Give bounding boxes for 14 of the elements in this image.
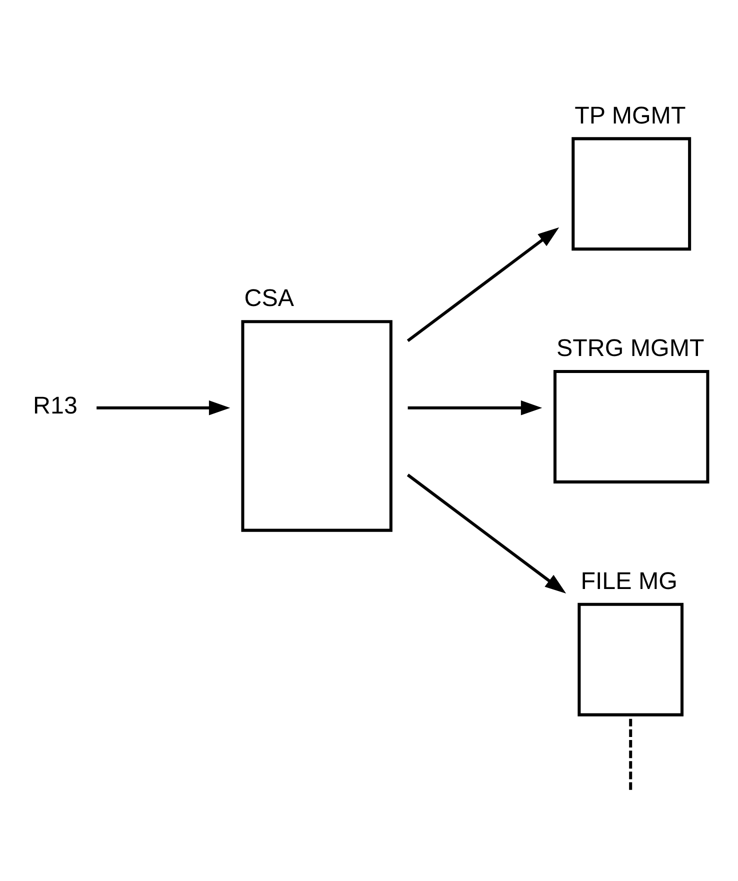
node-label: FILE MG [580, 567, 678, 594]
node-box [578, 602, 684, 716]
node-label: STRG MGMT [556, 334, 704, 362]
arrow [406, 226, 560, 342]
node-label: TP MGMT [574, 102, 686, 129]
arrow [406, 473, 566, 593]
arrow [408, 400, 542, 415]
node-box [241, 320, 392, 532]
node-box [553, 370, 710, 483]
arrow [96, 400, 230, 415]
node-text: R13 [33, 392, 78, 420]
connector [629, 717, 632, 790]
node-box [572, 136, 692, 250]
node-label: CSA [244, 284, 294, 312]
